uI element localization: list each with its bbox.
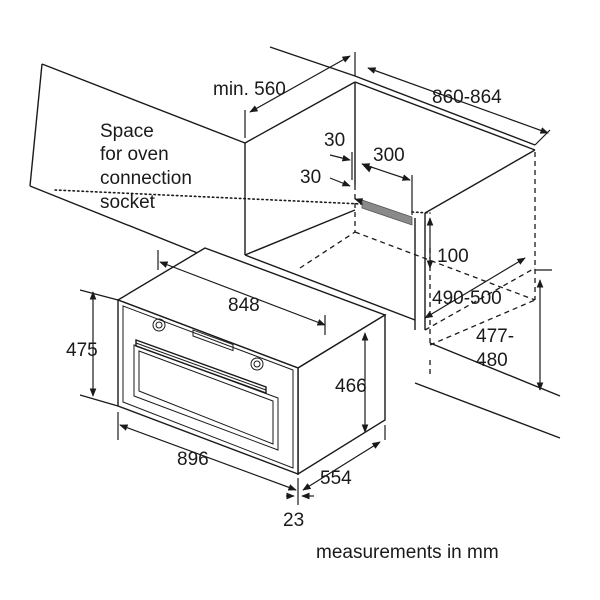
dim-860-864-line	[367, 67, 549, 134]
dim-848-line	[159, 261, 326, 326]
oven-door-handle	[135, 339, 267, 394]
dim-490-500-line	[424, 257, 526, 319]
counter-left-side	[29, 63, 43, 187]
label-477: 477-	[476, 326, 514, 347]
niche-floor-hidden-1	[299, 231, 356, 269]
label-860-864: 860-864	[432, 87, 502, 108]
dim-554-line	[302, 441, 381, 491]
dim-min560-line	[249, 55, 351, 113]
socket-block	[361, 199, 413, 226]
dim-475-ext1	[79, 289, 119, 301]
label-space-line3: connection	[100, 168, 192, 189]
labels: min. 560 860-864 Space for oven connecti…	[66, 79, 514, 563]
counter-back-edge-left	[41, 63, 246, 144]
label-units: measurements in mm	[316, 542, 499, 563]
socket-indicator-line	[54, 189, 363, 205]
dimensions	[79, 52, 552, 505]
label-space-line2: for oven	[100, 144, 169, 165]
oven	[116, 247, 387, 476]
dim-30-side-arrow1	[329, 177, 351, 187]
label-475: 475	[66, 340, 98, 361]
oven-knob-right	[250, 357, 264, 371]
label-30-side: 30	[300, 167, 321, 188]
label-490-500: 490-500	[432, 288, 502, 309]
label-848: 848	[228, 295, 260, 316]
dim-30-top-arrow1	[329, 154, 351, 162]
label-23: 23	[283, 510, 304, 531]
oven-door-handle-line	[135, 342, 267, 391]
label-480: 480	[476, 350, 508, 371]
niche-bottom-hidden-right	[429, 299, 536, 346]
socket-indicator-line-2	[411, 211, 431, 214]
dim-30-side-arrow2	[354, 198, 364, 205]
dim-300-line	[361, 163, 411, 181]
niche-front-top-right	[424, 149, 536, 214]
oven-display	[192, 329, 234, 352]
label-30-top: 30	[324, 130, 345, 151]
label-896: 896	[177, 449, 209, 470]
label-300: 300	[373, 145, 405, 166]
counter-back-top	[269, 46, 356, 77]
label-100: 100	[437, 246, 469, 267]
label-space-line4: socket	[100, 192, 156, 213]
niche-floor-left	[244, 209, 356, 256]
label-466: 466	[335, 376, 367, 397]
connection-socket	[54, 189, 431, 226]
oven-knob-right-inner	[253, 360, 261, 368]
counter-bottom-right-2	[414, 382, 561, 439]
label-554: 554	[320, 468, 352, 489]
dim-860-864-ext	[534, 129, 551, 146]
label-space-line1: Space	[100, 121, 154, 142]
dim-896-line	[119, 424, 297, 491]
label-min-560: min. 560	[213, 79, 286, 100]
dim-475-ext2	[79, 394, 119, 407]
